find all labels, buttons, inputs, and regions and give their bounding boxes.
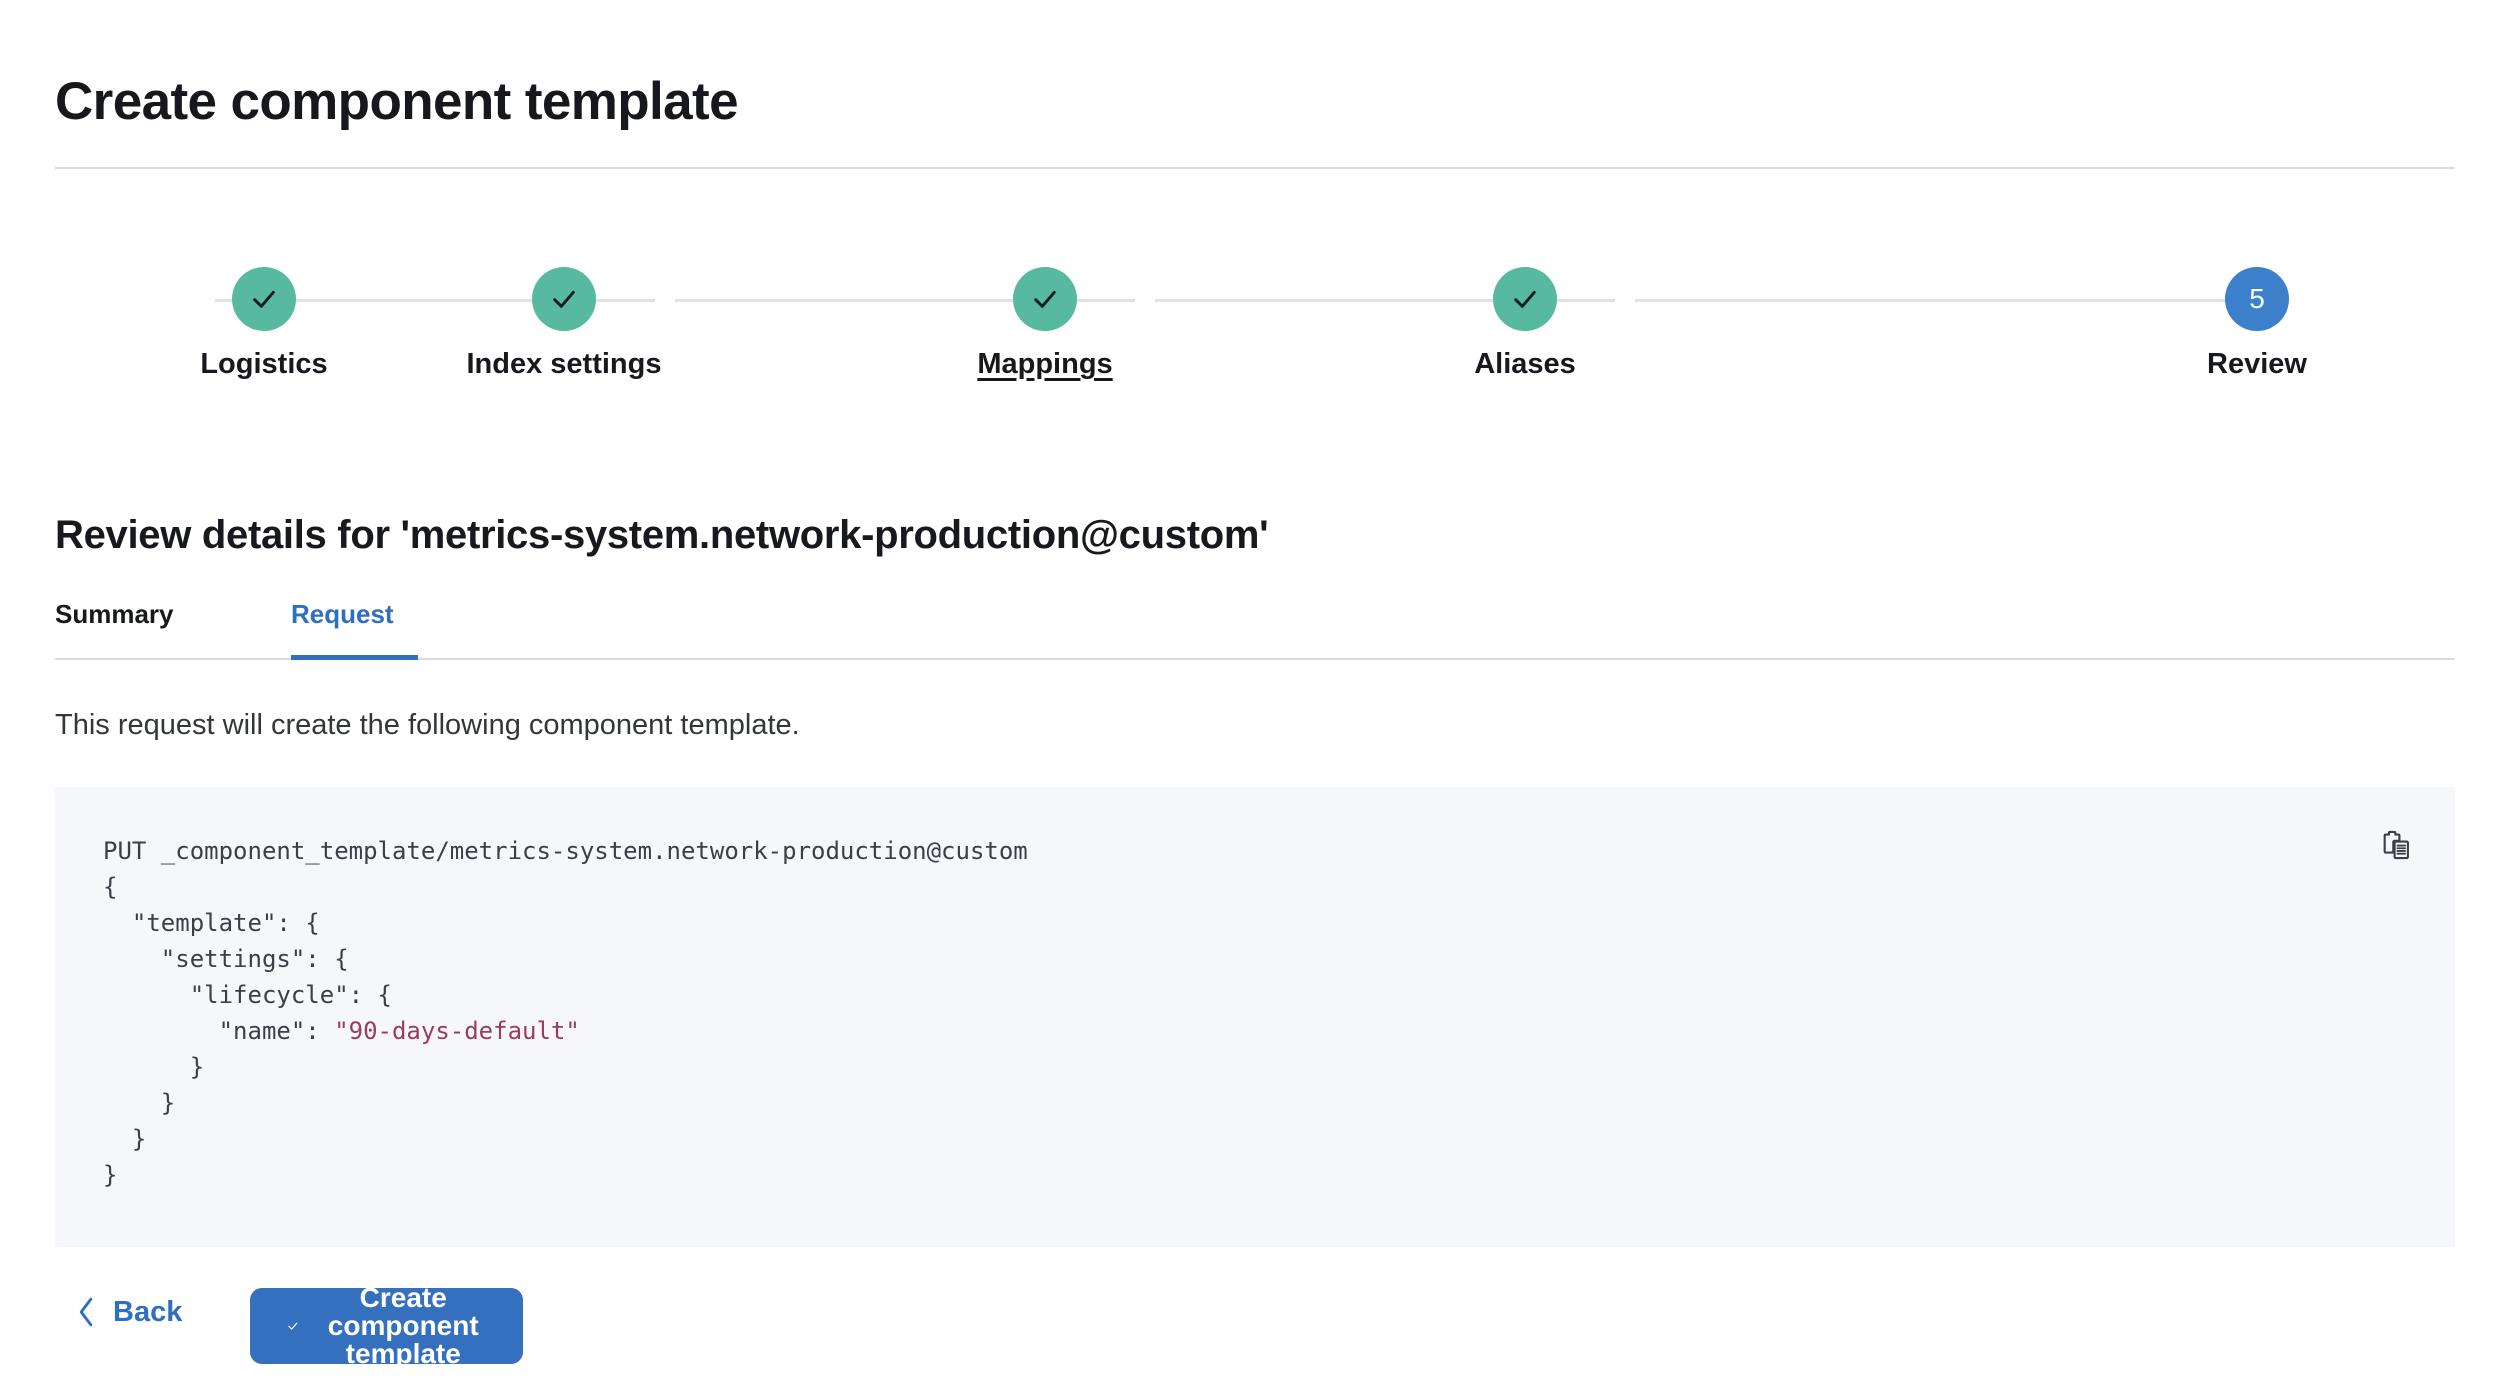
code-line-5: } bbox=[103, 1053, 205, 1081]
step-connector-1 bbox=[215, 299, 655, 302]
request-code-text: PUT _component_template/metrics-system.n… bbox=[103, 833, 1028, 1193]
copy-clipboard-icon bbox=[2383, 830, 2409, 860]
back-button[interactable]: Back bbox=[75, 1296, 182, 1328]
step-review-label: Review bbox=[2207, 348, 2307, 380]
check-icon bbox=[553, 290, 575, 308]
tabs-bottom-border bbox=[55, 658, 2455, 660]
review-tabs: Summary Request bbox=[55, 598, 2455, 660]
step-index-settings-circle[interactable] bbox=[532, 267, 596, 331]
code-lifecycle-name-value: "90-days-default" bbox=[334, 1017, 580, 1045]
step-mappings-label[interactable]: Mappings bbox=[977, 348, 1113, 380]
code-line-4: "name": bbox=[103, 1017, 335, 1045]
step-aliases-circle[interactable] bbox=[1493, 267, 1557, 331]
step-connector-2 bbox=[675, 299, 1135, 302]
check-icon bbox=[288, 1322, 298, 1330]
page-title: Create component template bbox=[55, 71, 739, 131]
step-logistics[interactable]: Logistics bbox=[99, 250, 429, 382]
step-mappings[interactable]: Mappings bbox=[880, 250, 1210, 382]
step-index-settings[interactable]: Index settings bbox=[399, 250, 729, 382]
tab-summary[interactable]: Summary bbox=[55, 599, 174, 629]
step-index-settings-label: Index settings bbox=[466, 348, 662, 380]
copy-button[interactable] bbox=[2375, 823, 2419, 867]
header-divider bbox=[55, 167, 2455, 169]
code-line-1: "template": { bbox=[103, 909, 320, 937]
code-line-6: } bbox=[103, 1089, 176, 1117]
code-line-2: "settings": { bbox=[103, 945, 349, 973]
tab-request[interactable]: Request bbox=[291, 598, 418, 660]
create-component-template-button[interactable]: Create component template bbox=[250, 1284, 523, 1368]
step-logistics-circle[interactable] bbox=[232, 267, 296, 331]
step-aliases-label: Aliases bbox=[1474, 348, 1576, 380]
back-button-label: Back bbox=[113, 1295, 183, 1328]
create-component-template-button-label: Create component template bbox=[327, 1282, 479, 1369]
code-line-0: { bbox=[103, 873, 118, 901]
step-connector-3 bbox=[1155, 299, 1615, 302]
step-logistics-label: Logistics bbox=[200, 348, 328, 380]
step-aliases[interactable]: Aliases bbox=[1360, 250, 1690, 382]
chevron-left-icon bbox=[79, 1297, 93, 1327]
step-review-number: 5 bbox=[2249, 283, 2265, 314]
wizard-stepper: Logistics Index settings Mappings bbox=[55, 250, 2455, 390]
request-code-block: PUT _component_template/metrics-system.n… bbox=[55, 787, 2455, 1247]
step-review[interactable]: 5 Review bbox=[2092, 250, 2422, 382]
code-line-7: } bbox=[103, 1125, 147, 1153]
code-line-3: "lifecycle": { bbox=[103, 981, 392, 1009]
review-heading: Review details for 'metrics-system.netwo… bbox=[55, 513, 1269, 558]
check-icon bbox=[1514, 290, 1536, 308]
step-mappings-circle[interactable] bbox=[1013, 267, 1077, 331]
step-review-circle[interactable]: 5 bbox=[2225, 267, 2289, 331]
check-icon bbox=[1034, 290, 1056, 308]
step-connector-4 bbox=[1635, 299, 2255, 302]
code-line-8: } bbox=[103, 1161, 118, 1189]
code-method-line: PUT _component_template/metrics-system.n… bbox=[103, 837, 1028, 865]
check-icon bbox=[253, 290, 275, 308]
request-description: This request will create the following c… bbox=[55, 709, 800, 741]
